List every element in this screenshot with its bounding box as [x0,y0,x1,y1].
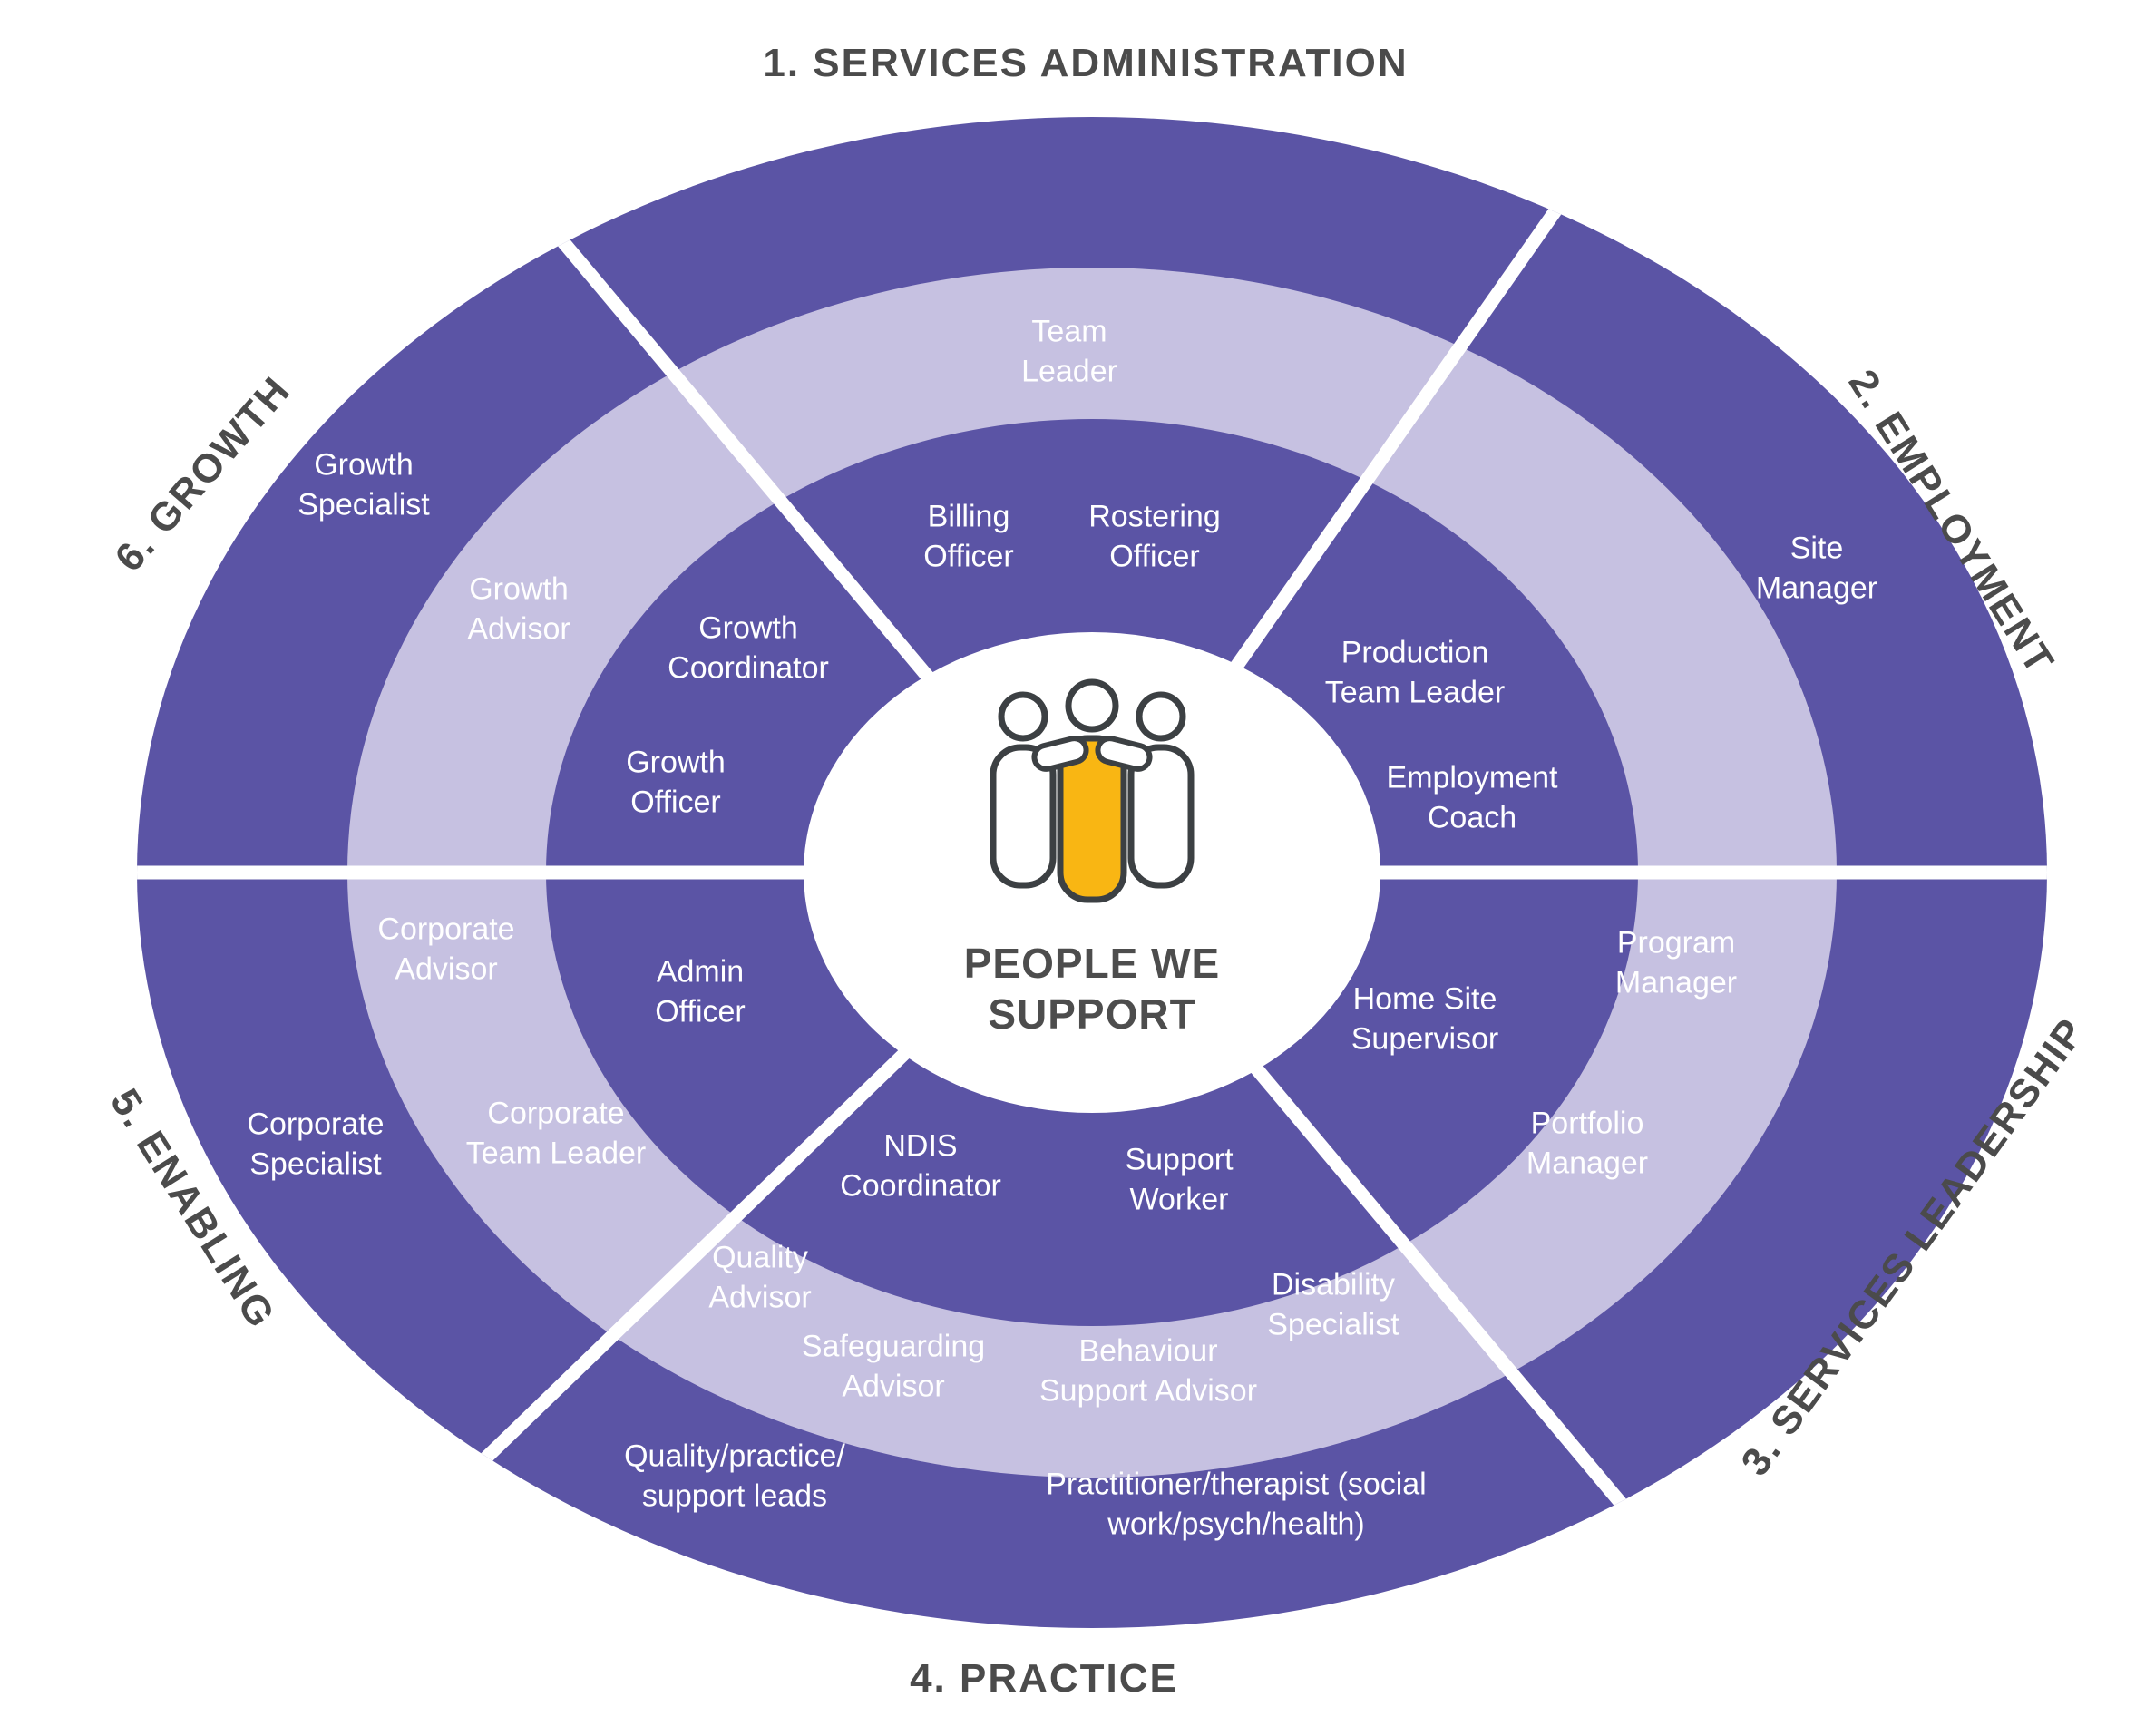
role-growth-advisor: Growth Advisor [467,571,570,646]
role-employment-coach: Employment Coach [1386,760,1558,834]
role-corporate-advisor: Corporate Advisor [377,912,515,986]
role-safeguarding-advisor: Safeguarding Advisor [801,1329,986,1403]
role-corporate-team-leader: Corporate Team Leader [465,1096,647,1170]
role-practitioner-therapist: Practitioner/therapist (social work/psyc… [1046,1467,1427,1541]
sector-label-services-administration: 1. SERVICES ADMINISTRATION [763,41,1409,85]
role-support-worker: Support Worker [1125,1142,1234,1216]
role-billing-officer: Billing Officer [923,499,1014,573]
role-behaviour-support-advisor: Behaviour Support Advisor [1038,1333,1258,1408]
role-home-site-supervisor: Home Site Supervisor [1351,981,1499,1056]
center-label: PEOPLE WE SUPPORT [963,939,1221,1038]
role-growth-officer: Growth Officer [626,745,726,819]
role-team-leader: Team Leader [1021,314,1117,388]
role-production-team-leader: Production Team Leader [1324,635,1506,709]
sector-label-practice: 4. PRACTICE [910,1656,1178,1701]
role-admin-officer: Admin Officer [655,954,746,1029]
role-growth-coordinator: Growth Coordinator [668,610,829,685]
role-disability-specialist: Disability Specialist [1267,1267,1399,1341]
role-site-manager: Site Manager [1755,531,1878,605]
role-portfolio-manager: Portfolio Manager [1526,1106,1649,1180]
people-group-icon [990,678,1195,903]
role-growth-specialist: Growth Specialist [297,447,430,522]
role-ndis-coordinator: NDIS Coordinator [840,1128,1001,1203]
role-program-manager: Program Manager [1614,925,1738,1000]
role-quality-advisor: Quality Advisor [708,1240,812,1314]
role-corporate-specialist: Corporate Specialist [247,1107,385,1181]
role-quality-practice-support-leads: Quality/practice/ support leads [624,1439,845,1513]
role-rostering-officer: Rostering Officer [1088,499,1221,573]
